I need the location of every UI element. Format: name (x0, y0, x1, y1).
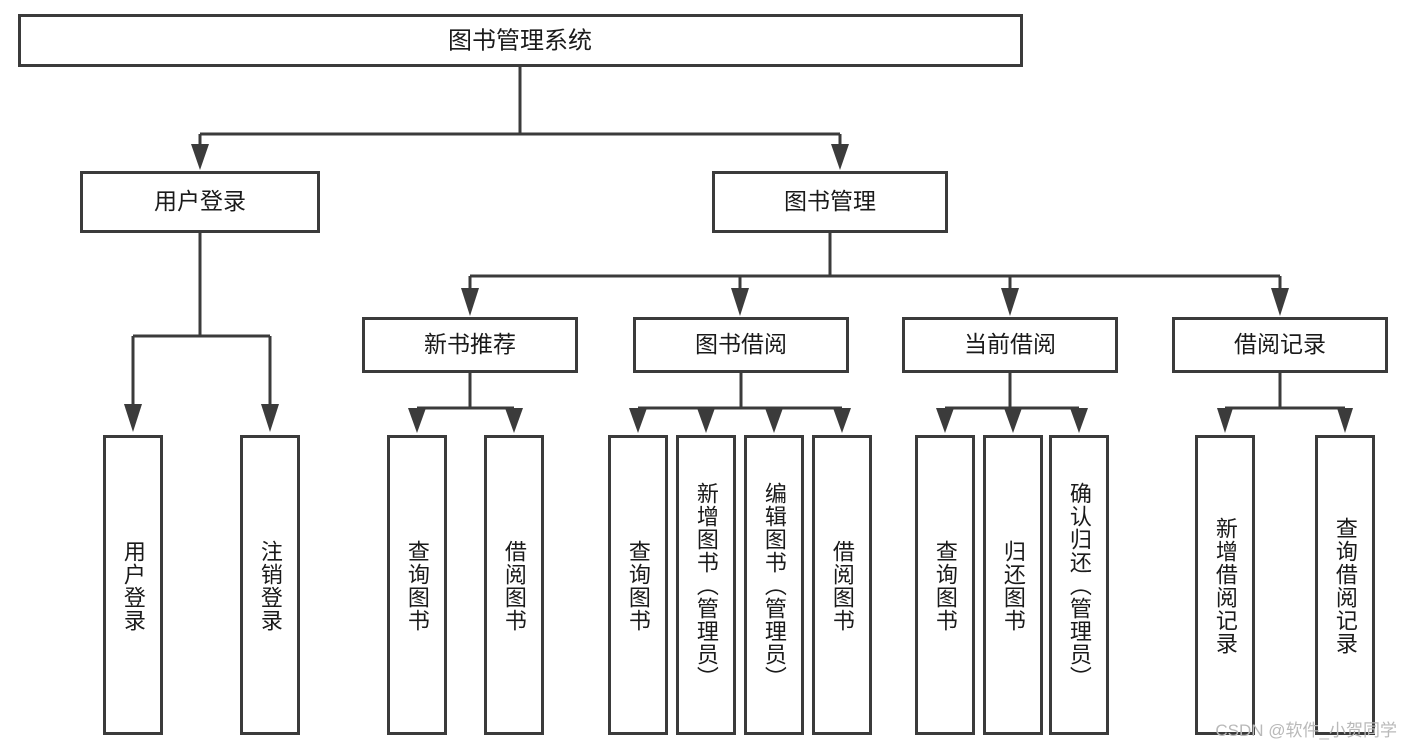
connector-current-borrow-to-leaves (936, 371, 1088, 433)
node-root[interactable]: 图书管理系统 (18, 14, 1023, 67)
csdn-watermark: CSDN @软件_小贺同学 (1215, 721, 1397, 740)
leaf-box[interactable] (1195, 435, 1255, 735)
node-book-borrow[interactable]: 图书借阅 (633, 317, 849, 373)
leaf-box[interactable] (387, 435, 447, 735)
connector-new-book-recommend-to-leaves (408, 371, 523, 433)
node-current-borrow[interactable]: 当前借阅 (902, 317, 1118, 373)
node-book-management-label: 图书管理 (784, 188, 876, 214)
leaf-box[interactable] (484, 435, 544, 735)
node-new-book-recommend[interactable]: 新书推荐 (362, 317, 578, 373)
connector-borrow-record-to-leaves (1217, 371, 1353, 433)
node-user-login[interactable]: 用户登录 (80, 171, 320, 233)
leaf-box[interactable] (744, 435, 804, 735)
node-user-login-label: 用户登录 (154, 188, 246, 214)
leaf-box[interactable] (983, 435, 1043, 735)
leaf-box[interactable] (915, 435, 975, 735)
leaf-boxes (103, 435, 1375, 735)
leaf-box[interactable] (1315, 435, 1375, 735)
leaf-box[interactable] (103, 435, 163, 735)
node-borrow-record-label: 借阅记录 (1234, 331, 1326, 357)
leaf-box[interactable] (608, 435, 668, 735)
leaf-box[interactable] (676, 435, 736, 735)
node-root-label: 图书管理系统 (448, 27, 592, 54)
leaf-box[interactable] (240, 435, 300, 735)
node-borrow-record[interactable]: 借阅记录 (1172, 317, 1388, 373)
leaf-box[interactable] (812, 435, 872, 735)
leaf-box[interactable] (1049, 435, 1109, 735)
node-new-book-recommend-label: 新书推荐 (424, 331, 516, 357)
connector-user-login-to-leaves (124, 232, 279, 432)
connector-book-management-to-level3 (461, 232, 1289, 316)
node-book-management[interactable]: 图书管理 (712, 171, 948, 233)
connector-root-to-level2 (191, 66, 849, 170)
connector-book-borrow-to-leaves (629, 371, 851, 433)
node-book-borrow-label: 图书借阅 (695, 331, 787, 357)
node-current-borrow-label: 当前借阅 (964, 331, 1056, 357)
